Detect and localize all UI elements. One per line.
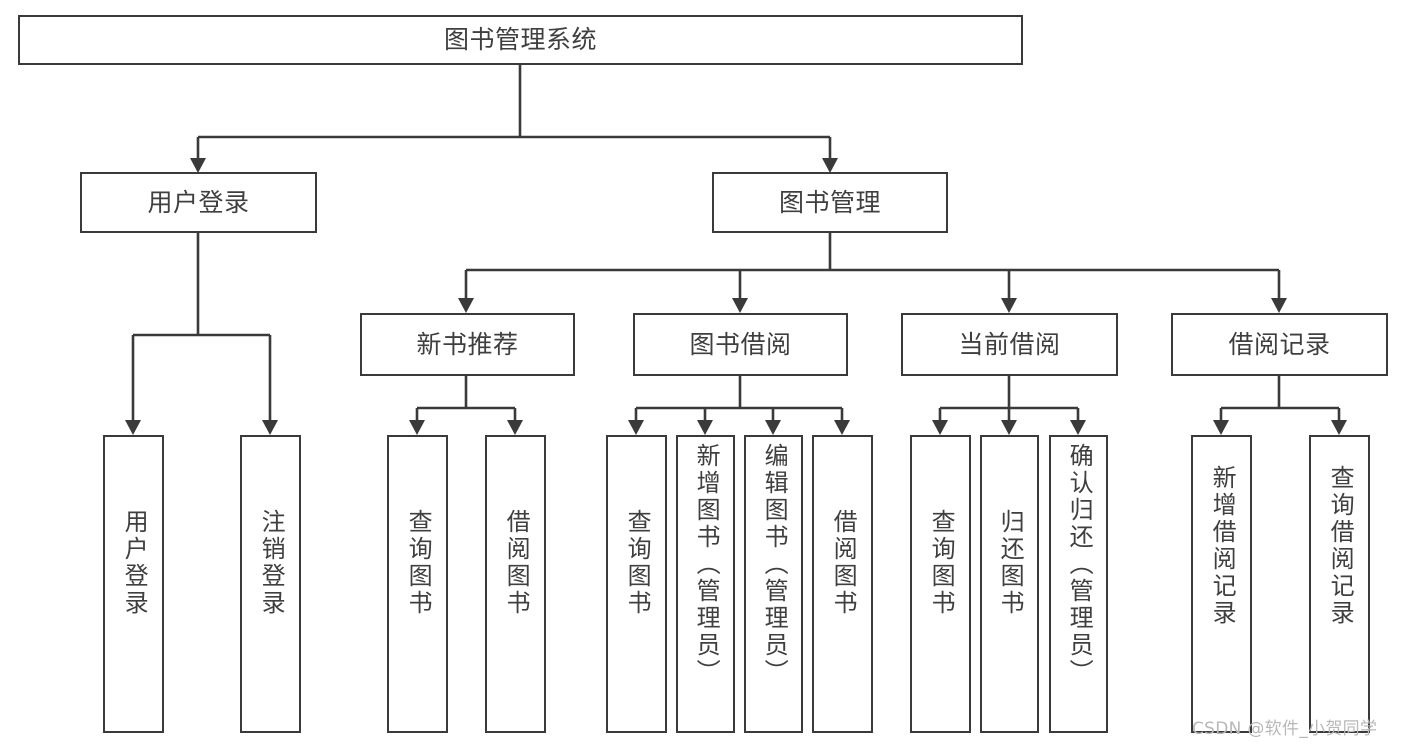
leaf-confirm-return[interactable]: 确认归还（管理员）: [1049, 435, 1108, 733]
node-book-management-system[interactable]: 图书管理系统: [18, 15, 1023, 65]
node-label: 编辑图书（管理员）: [760, 443, 789, 686]
node-label: 借阅记录: [1228, 329, 1331, 359]
node-label: 当前借阅: [958, 329, 1061, 359]
node-label: 查询借阅记录: [1326, 465, 1355, 627]
leaf-borrow-book-borrow[interactable]: 借阅图书: [812, 435, 873, 733]
leaf-query-book-current[interactable]: 查询图书: [910, 435, 971, 733]
node-label: 注销登录: [257, 509, 286, 617]
node-label: 图书管理: [778, 187, 881, 217]
leaf-edit-book[interactable]: 编辑图书（管理员）: [744, 435, 803, 733]
node-label: 确认归还（管理员）: [1065, 443, 1094, 686]
node-new-book-recommend[interactable]: 新书推荐: [360, 313, 575, 376]
node-label: 用户登录: [120, 509, 149, 617]
leaf-add-book[interactable]: 新增图书（管理员）: [676, 435, 735, 733]
node-label: 图书管理系统: [443, 25, 597, 54]
leaf-add-borrow-record[interactable]: 新增借阅记录: [1191, 435, 1252, 733]
node-label: 归还图书: [996, 509, 1025, 617]
csdn-watermark: CSDN @软件_小贺同学: [1192, 719, 1378, 739]
leaf-query-book-recommend[interactable]: 查询图书: [387, 435, 448, 733]
node-label: 查询图书: [927, 509, 956, 617]
node-label: 查询图书: [623, 509, 652, 617]
leaf-borrow-book-recommend[interactable]: 借阅图书: [485, 435, 546, 733]
node-label: 借阅图书: [502, 509, 531, 617]
leaf-return-book[interactable]: 归还图书: [980, 435, 1039, 733]
node-current-borrow[interactable]: 当前借阅: [901, 313, 1118, 376]
leaf-user-login[interactable]: 用户登录: [103, 435, 164, 733]
node-label: 新书推荐: [416, 329, 519, 359]
node-borrow-record[interactable]: 借阅记录: [1171, 313, 1388, 376]
node-label: 用户登录: [147, 187, 250, 217]
node-label: 新增借阅记录: [1208, 465, 1237, 627]
node-user-login[interactable]: 用户登录: [80, 172, 317, 233]
node-book-management[interactable]: 图书管理: [712, 172, 948, 233]
leaf-logout-login[interactable]: 注销登录: [240, 435, 301, 733]
node-label: 查询图书: [404, 509, 433, 617]
leaf-query-book-borrow[interactable]: 查询图书: [606, 435, 667, 733]
node-label: 图书借阅: [689, 329, 792, 359]
node-label: 新增图书（管理员）: [692, 443, 721, 686]
leaf-query-borrow-record[interactable]: 查询借阅记录: [1309, 435, 1370, 733]
node-book-borrow[interactable]: 图书借阅: [633, 313, 848, 376]
node-label: 借阅图书: [829, 509, 858, 617]
